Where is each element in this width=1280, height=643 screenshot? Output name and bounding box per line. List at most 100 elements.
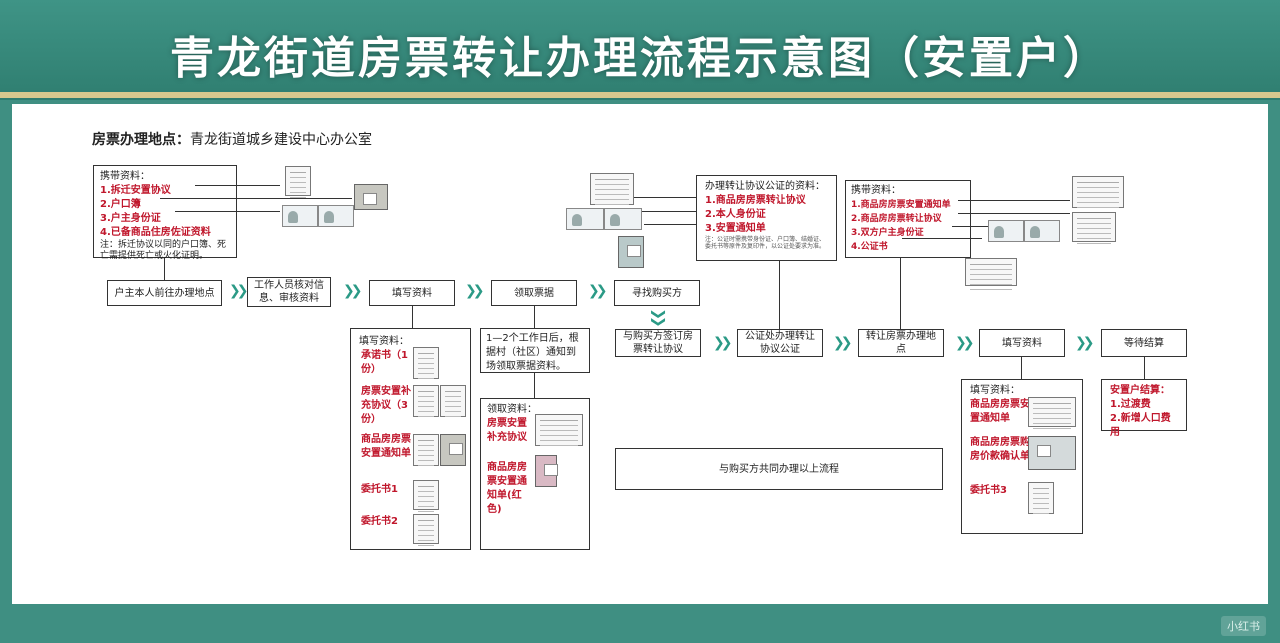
fill-box-1-title: 填写资料： bbox=[359, 336, 409, 347]
step-fill-materials: 填写资料 bbox=[369, 280, 455, 306]
flow-arrow: ❯❯ bbox=[1075, 335, 1095, 351]
notice-document-icon bbox=[1028, 397, 1076, 427]
flow-arrow-down: ❯❯ bbox=[650, 308, 667, 324]
price-confirmation-icon bbox=[1028, 436, 1076, 470]
connector-line bbox=[779, 261, 780, 329]
settlement-box: 安置户结算： 1.过渡费 2.新增人口费用 bbox=[1101, 379, 1187, 438]
receive-note: 1—2个工作日后，根据村（社区）通知到场领取票据资料。 bbox=[486, 333, 579, 372]
notarial-certificate-icon bbox=[965, 258, 1017, 286]
carry-box-2-item: 2.商品房房票转让协议 bbox=[851, 214, 942, 224]
notary-box-item: 3.安置通知单 bbox=[705, 223, 766, 234]
notary-box-item: 1.商品房房票转让协议 bbox=[705, 195, 806, 206]
connector-line bbox=[958, 213, 1070, 214]
settle-box-title: 安置户结算： bbox=[1110, 385, 1170, 396]
carry-box-2-item: 1.商品房房票安置通知单 bbox=[851, 200, 951, 210]
notice-photo-icon bbox=[618, 236, 644, 268]
connector-line bbox=[534, 306, 535, 328]
carry-box-1-item: 2.户口簿 bbox=[100, 199, 141, 210]
connector-line bbox=[900, 258, 901, 329]
flow-arrow: ❯❯ bbox=[588, 283, 608, 299]
notary-box-item: 2.本人身份证 bbox=[705, 209, 766, 220]
connector-line bbox=[902, 238, 982, 239]
proxy-letter-icon bbox=[1028, 482, 1054, 514]
flow-arrow: ❯❯ bbox=[713, 335, 733, 351]
flow-arrow: ❯❯ bbox=[343, 283, 363, 299]
connector-line bbox=[642, 211, 696, 212]
red-notice-icon bbox=[535, 455, 558, 487]
fill-box-2-item: 商品房房票安置通知单 bbox=[970, 399, 1030, 424]
supplement-agreement-icon bbox=[440, 385, 466, 417]
connector-line bbox=[164, 258, 165, 280]
connector-line bbox=[534, 373, 535, 398]
flow-arrow: ❯❯ bbox=[955, 335, 975, 351]
supplement-agreement-icon bbox=[413, 385, 439, 417]
fill-box-1-item: 委托书1 bbox=[361, 484, 398, 495]
receive-box-item: 房票安置补充协议 bbox=[487, 418, 527, 443]
flow-arrow: ❯❯ bbox=[465, 283, 485, 299]
fill-box-1-item: 商品房房票安置通知单 bbox=[361, 434, 411, 459]
step-find-buyer: 寻找购买方 bbox=[614, 280, 700, 306]
connector-line bbox=[1021, 357, 1022, 379]
fill-box-1-item: 委托书2 bbox=[361, 516, 398, 527]
flow-arrow: ❯❯ bbox=[229, 283, 249, 299]
step-fill-materials-2: 填写资料 bbox=[979, 329, 1065, 357]
receive-box-item: 商品房房票安置通知单(红色) bbox=[487, 462, 527, 515]
step-transfer-location: 转让房票办理地点 bbox=[858, 329, 944, 357]
step-staff-verify: 工作人员核对信息、审核资料 bbox=[247, 277, 331, 307]
step-wait-settlement: 等待结算 bbox=[1101, 329, 1187, 357]
connector-line bbox=[644, 224, 696, 225]
connector-line bbox=[195, 185, 280, 186]
receive-notice-box: 1—2个工作日后，根据村（社区）通知到场领取票据资料。 bbox=[480, 328, 590, 373]
id-card-icon bbox=[566, 208, 604, 230]
connector-line bbox=[160, 198, 352, 199]
fill-materials-box-1: 填写资料： 承诺书（1份） 房票安置补充协议（3份） 商品房房票安置通知单 委托… bbox=[350, 328, 471, 550]
connector-line bbox=[958, 200, 1070, 201]
page-title: 青龙街道房票转让办理流程示意图（安置户） bbox=[170, 33, 1110, 84]
notary-box-title: 办理转让协议公证的资料： bbox=[705, 181, 825, 192]
step-owner-go: 户主本人前往办理地点 bbox=[107, 280, 222, 306]
footer-band bbox=[0, 604, 1280, 643]
carry-box-1-note: 注：拆迁协议以同的户口簿、死亡需提供死亡或火化证明。 bbox=[100, 240, 227, 261]
header-banner bbox=[0, 0, 1280, 100]
header-divider bbox=[0, 92, 1280, 98]
supplement-agreement-icon bbox=[535, 414, 583, 446]
together-process-note: 与购买方共同办理以上流程 bbox=[615, 448, 943, 490]
notice-photo-icon bbox=[440, 434, 466, 466]
transfer-agreement-icon bbox=[590, 173, 634, 205]
proxy-letter-icon bbox=[413, 514, 439, 544]
agreement-document-icon bbox=[285, 166, 311, 196]
fill-box-2-item: 委托书3 bbox=[970, 485, 1007, 496]
connector-line bbox=[175, 211, 280, 212]
connector-line bbox=[952, 226, 988, 227]
address-line: 房票办理地点：青龙街道城乡建设中心办公室 bbox=[92, 129, 372, 149]
commitment-letter-icon bbox=[413, 347, 439, 379]
connector-line bbox=[412, 306, 413, 328]
settle-box-item: 2.新增人口费用 bbox=[1110, 413, 1171, 438]
carry-box-2-title: 携带资料： bbox=[851, 185, 901, 196]
notice-document-icon bbox=[1072, 176, 1124, 208]
carry-box-1-title: 携带资料： bbox=[100, 171, 150, 182]
connector-line bbox=[1144, 357, 1145, 379]
carry-materials-box-2: 携带资料： 1.商品房房票安置通知单 2.商品房房票转让协议 3.双方户主身份证… bbox=[845, 180, 971, 258]
carry-box-1-item: 3.户主身份证 bbox=[100, 213, 161, 224]
notice-document-icon bbox=[413, 434, 439, 466]
fill-box-2-item: 商品房房票购房价款确认单 bbox=[970, 437, 1030, 462]
receive-box-title: 领取资料： bbox=[487, 404, 537, 415]
step-sign-agreement: 与购买方签订房票转让协议 bbox=[615, 329, 701, 357]
step-notary: 公证处办理转让协议公证 bbox=[737, 329, 823, 357]
step-receive-ticket: 领取票据 bbox=[491, 280, 577, 306]
flow-arrow: ❯❯ bbox=[833, 335, 853, 351]
household-register-icon bbox=[354, 184, 388, 210]
carry-box-1-item: 1.拆迁安置协议 bbox=[100, 185, 171, 196]
fill-box-1-item: 承诺书（1份） bbox=[361, 350, 408, 375]
carry-box-1-item: 4.已备商品住房佐证资料 bbox=[100, 227, 211, 238]
address-value: 青龙街道城乡建设中心办公室 bbox=[190, 132, 372, 148]
id-card-back-icon bbox=[318, 205, 354, 227]
settle-box-item: 1.过渡费 bbox=[1110, 399, 1151, 410]
notary-materials-box: 办理转让协议公证的资料： 1.商品房房票转让协议 2.本人身份证 3.安置通知单… bbox=[696, 175, 837, 261]
id-card-icon bbox=[282, 205, 318, 227]
notary-box-note: 注：公证时需携带身份证、户口簿、结婚证、委托书等原件及复印件，以公证处要求为准。 bbox=[705, 236, 826, 250]
connector-line bbox=[634, 197, 696, 198]
carry-box-2-item: 4.公证书 bbox=[851, 242, 888, 252]
transfer-agreement-icon bbox=[1072, 212, 1116, 242]
